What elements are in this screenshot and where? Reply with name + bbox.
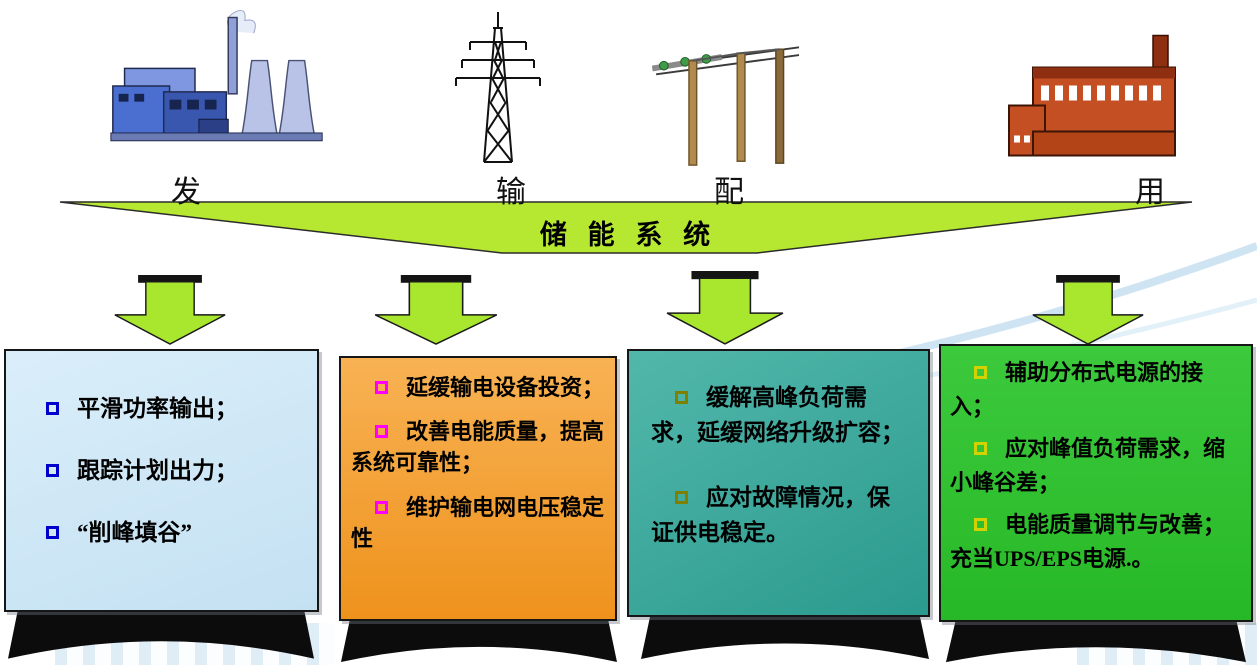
- pedestal-consumption: [946, 618, 1246, 663]
- list-item: 辅助分布式电源的接入；: [950, 356, 1245, 424]
- checkbox-bullet-icon: [974, 442, 987, 456]
- power-plant-icon: [105, 5, 330, 167]
- down-arrow-distribution: [666, 271, 784, 345]
- pedestal-distribution: [641, 614, 929, 659]
- checkbox-bullet-icon: [375, 500, 388, 514]
- down-arrow-consumption: [1032, 275, 1144, 345]
- storage-banner-shape: [59, 201, 1193, 254]
- checkbox-bullet-icon: [375, 425, 388, 439]
- list-item-text: 延缓输电设备投资；: [406, 375, 605, 400]
- list-item-text: 跟踪计划出力；: [77, 458, 238, 484]
- transmission-functions-box: 延缓输电设备投资； 改善电能质量，提高系统可靠性； 维护输电网电压稳定性: [339, 356, 617, 621]
- pedestal-generation: [8, 608, 314, 659]
- storage-banner-title: 储 能 系 统: [539, 220, 718, 250]
- list-item-text: 改善电能质量，提高系统可靠性；: [351, 419, 605, 476]
- down-arrow-transmission: [374, 275, 498, 345]
- list-item-text: 平滑功率输出；: [77, 396, 238, 421]
- list-item-text: 应对峰值负荷需求，缩小峰谷差；: [950, 436, 1226, 496]
- factory-icon: [1005, 30, 1185, 168]
- checkbox-bullet-icon: [46, 464, 59, 478]
- list-item: 应对故障情况，保证供电稳定。: [651, 481, 910, 551]
- stage-label-generation: 发: [171, 176, 201, 209]
- list-item-text: 应对故障情况，保证供电稳定。: [651, 484, 890, 545]
- list-item-text: “削峰填谷”: [77, 520, 192, 546]
- list-item-text: 维护输电网电压稳定性: [351, 494, 605, 551]
- pedestal-transmission: [341, 617, 617, 663]
- distribution-lines-icon: [652, 28, 807, 168]
- checkbox-bullet-icon: [675, 391, 688, 404]
- list-item: 平滑功率输出；: [22, 393, 305, 425]
- list-item-text: 缓解高峰负荷需求，延缓网络升级扩容；: [651, 385, 904, 445]
- checkbox-bullet-icon: [375, 381, 388, 394]
- consumption-functions-box: 辅助分布式电源的接入； 应对峰值负荷需求，缩小峰谷差； 电能质量调节与改善；充当…: [939, 344, 1253, 622]
- checkbox-bullet-icon: [974, 366, 987, 379]
- list-item: “削峰填谷”: [22, 517, 305, 549]
- list-item: 缓解高峰负荷需求，延缓网络升级扩容；: [651, 381, 910, 451]
- checkbox-bullet-icon: [675, 490, 688, 504]
- transmission-tower-icon: [448, 12, 548, 167]
- list-item: 应对峰值负荷需求，缩小峰谷差；: [950, 432, 1245, 500]
- list-item: 延缓输电设备投资；: [351, 372, 607, 403]
- generation-functions-box: 平滑功率输出； 跟踪计划出力； “削峰填谷”: [4, 349, 319, 612]
- list-item-text: 辅助分布式电源的接入；: [950, 360, 1204, 420]
- checkbox-bullet-icon: [46, 402, 59, 415]
- down-arrow-generation: [114, 275, 226, 345]
- list-item: 电能质量调节与改善；充当UPS/EPS电源.。: [950, 508, 1245, 576]
- checkbox-bullet-icon: [46, 526, 59, 540]
- list-item: 改善电能质量，提高系统可靠性；: [351, 416, 607, 478]
- stage-label-transmission: 输: [496, 176, 526, 209]
- stage-label-consumption: 用: [1135, 176, 1165, 209]
- distribution-functions-box: 缓解高峰负荷需求，延缓网络升级扩容； 应对故障情况，保证供电稳定。: [627, 349, 930, 617]
- checkbox-bullet-icon: [974, 518, 987, 532]
- list-item-text: 电能质量调节与改善；充当UPS/EPS电源.。: [950, 512, 1226, 572]
- list-item: 跟踪计划出力；: [22, 455, 305, 487]
- stage-label-distribution: 配: [714, 176, 744, 209]
- list-item: 维护输电网电压稳定性: [351, 492, 607, 554]
